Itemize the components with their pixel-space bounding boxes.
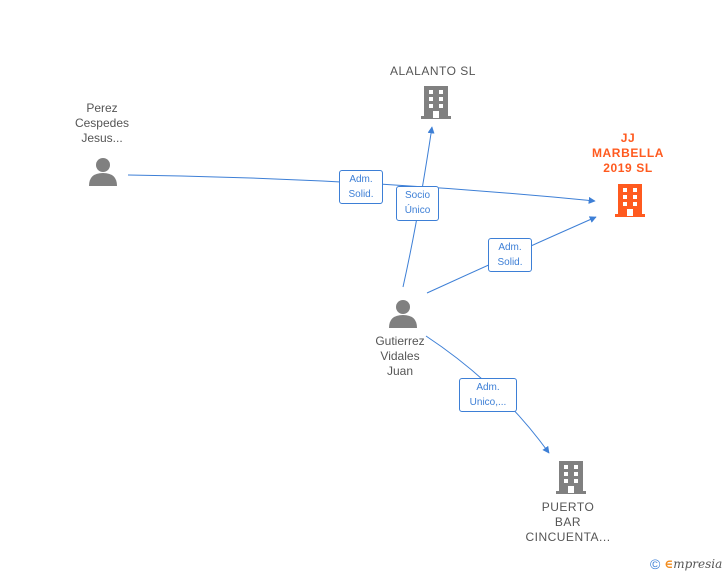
node-label-perez-cespedes[interactable]: Perez Cespedes Jesus... [74, 101, 130, 145]
edge-label-gutierrez-socio-unico[interactable]: Socio Único [396, 186, 439, 221]
node-label-gutierrez-vidales[interactable]: Gutierrez Vidales Juan [375, 334, 425, 378]
building-icon[interactable] [614, 182, 646, 218]
node-label-jj-marbella[interactable]: JJ MARBELLA 2019 SL [591, 131, 665, 175]
node-label-alalanto[interactable]: ALALANTO SL [390, 64, 476, 78]
node-label-puerto-bar[interactable]: PUERTO BAR CINCUENTA... [525, 500, 611, 544]
edge-label-gutierrez-adm-unico[interactable]: Adm. Unico,... [459, 378, 517, 412]
building-icon[interactable] [555, 459, 587, 495]
footer-brand: © ∈mpresia [650, 556, 722, 572]
person-icon[interactable] [87, 156, 119, 186]
brand-logo: ∈mpresia [664, 557, 723, 571]
edge-label-gutierrez-adm-solid[interactable]: Adm. Solid. [488, 238, 532, 272]
copyright-icon: © [650, 556, 661, 572]
edge-label-perez-adm-solid[interactable]: Adm. Solid. [339, 170, 383, 204]
person-icon[interactable] [387, 298, 419, 328]
building-icon[interactable] [420, 84, 452, 120]
